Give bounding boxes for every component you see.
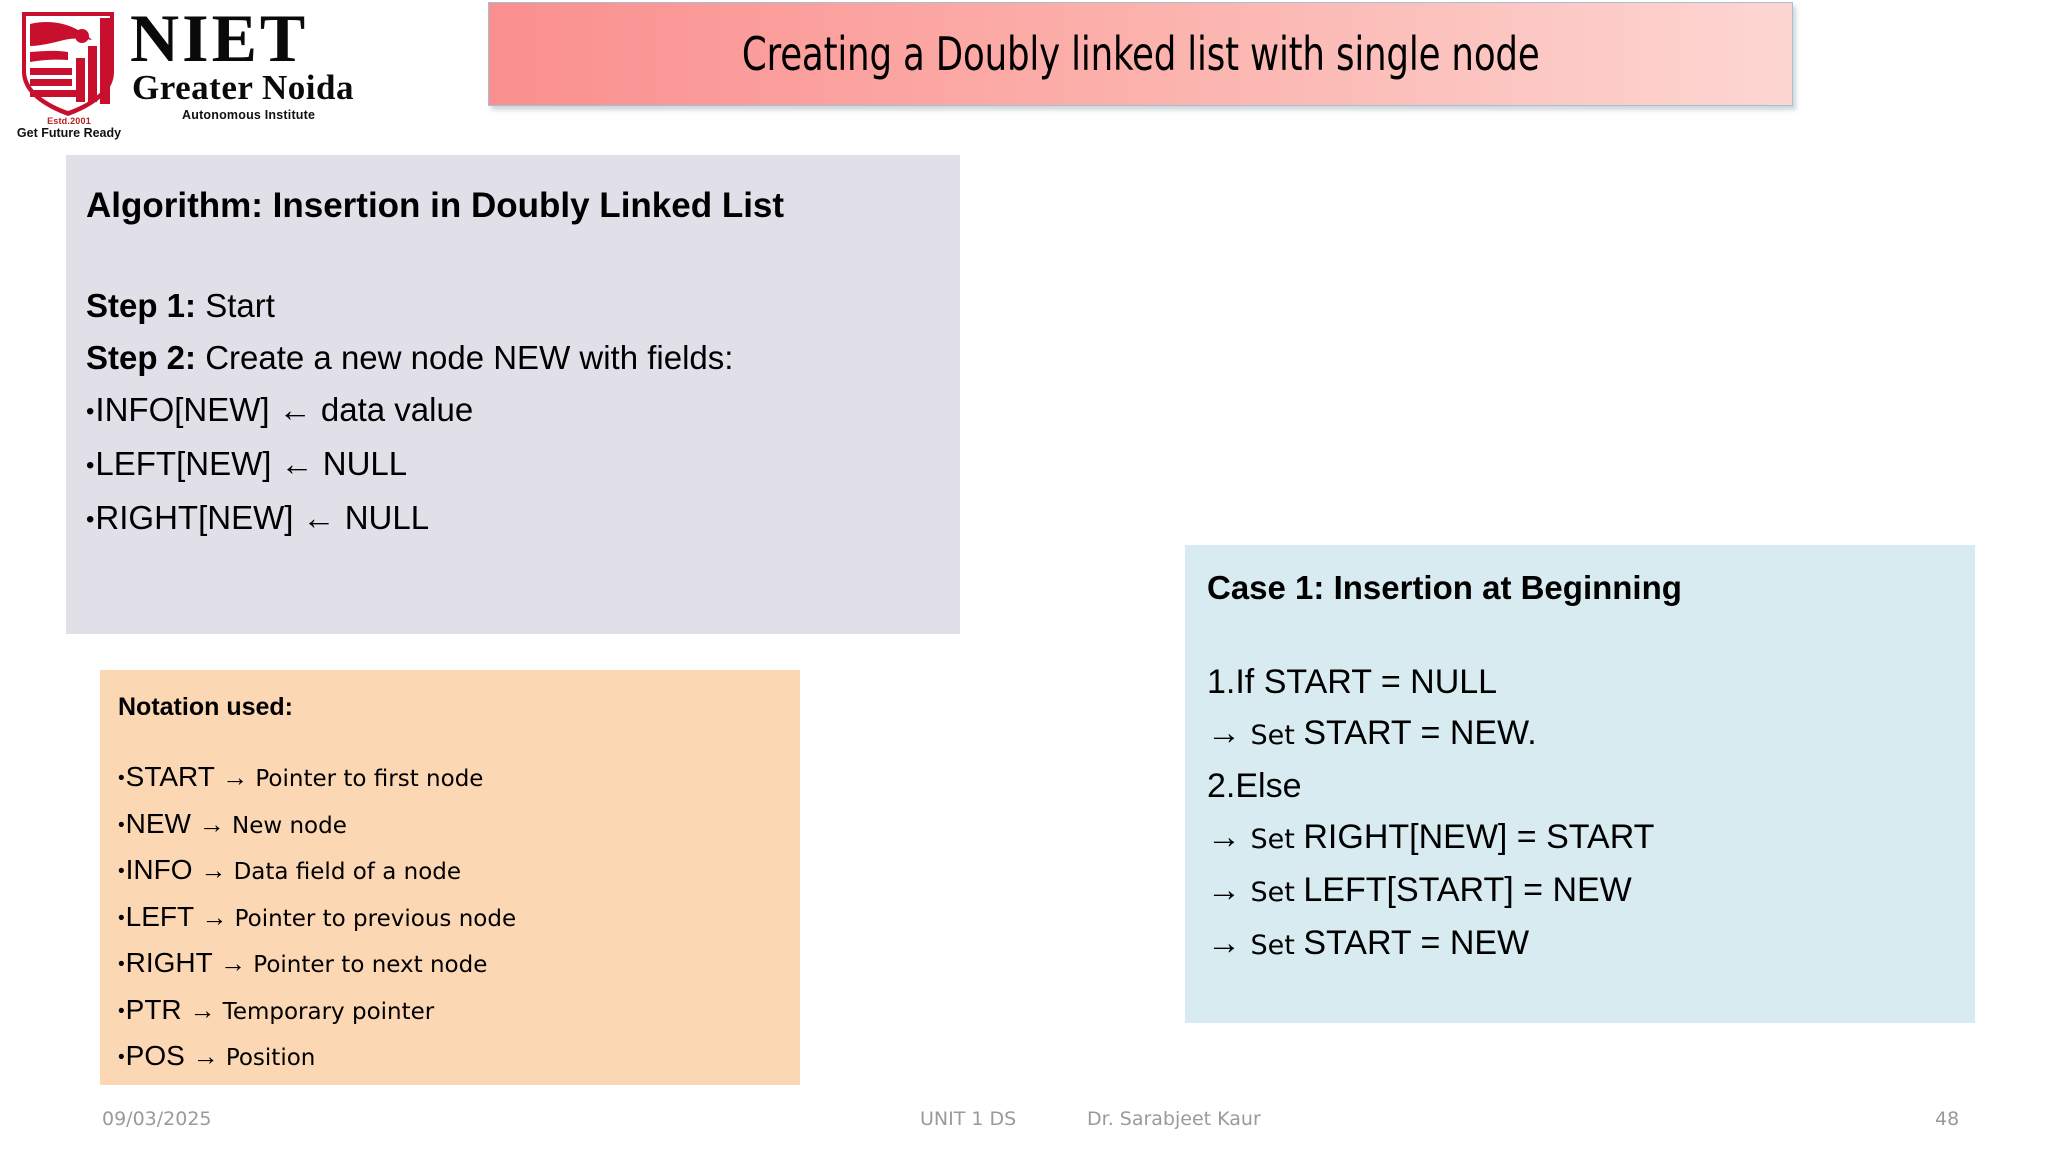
notation-description: New node bbox=[232, 812, 347, 839]
footer-date: 09/03/2025 bbox=[102, 1108, 212, 1130]
notation-term: RIGHT bbox=[125, 947, 221, 978]
logo-location: Greater Noida bbox=[132, 68, 354, 107]
case-step-verb: Set bbox=[1250, 720, 1304, 751]
case-step: → Set START = NEW. bbox=[1207, 708, 1953, 761]
case-step: → Set START = NEW bbox=[1207, 918, 1953, 971]
footer-page-number: 48 bbox=[1935, 1108, 1960, 1130]
notation-term: NEW bbox=[125, 807, 199, 839]
case-step-verb: Set bbox=[1250, 930, 1304, 961]
notation-term: START bbox=[125, 761, 223, 792]
notation-panel: Notation used: START → Pointer to first … bbox=[100, 670, 800, 1085]
slide-title: Creating a Doubly linked list with singl… bbox=[741, 27, 1540, 81]
notation-item: POS → Position bbox=[118, 1035, 782, 1082]
institution-logo: Estd.2001 Get Future Ready NIET Greater … bbox=[12, 4, 362, 144]
notation-arrow-icon: → bbox=[200, 855, 234, 885]
notation-arrow-icon: → bbox=[189, 994, 223, 1025]
notation-description: Pointer to next node bbox=[253, 952, 488, 978]
notation-arrow-icon: → bbox=[198, 808, 232, 839]
slide-title-banner: Creating a Doubly linked list with singl… bbox=[488, 2, 1793, 106]
notation-item: PTR → Temporary pointer bbox=[118, 989, 782, 1036]
case-step-expression: LEFT[START] = NEW bbox=[1303, 871, 1632, 909]
case-step-expression: START = NEW. bbox=[1303, 714, 1537, 752]
algorithm-step: RIGHT[NEW] ← NULL bbox=[86, 492, 936, 546]
notation-description: Position bbox=[225, 1045, 316, 1071]
case-step-expression: START = NEW bbox=[1303, 924, 1530, 962]
case-step-prefix: 2.Else bbox=[1207, 767, 1302, 805]
notation-item: INFO → Data field of a node bbox=[118, 849, 782, 896]
notation-arrow-icon: → bbox=[220, 948, 254, 978]
algorithm-step-text: LEFT[NEW] ← NULL bbox=[95, 445, 408, 482]
case-step-list: 1.If START = NULL→ Set START = NEW.2.Els… bbox=[1207, 657, 1953, 971]
case-step: → Set RIGHT[NEW] = START bbox=[1207, 812, 1953, 865]
case-step: 2.Else bbox=[1207, 761, 1953, 812]
case-step-verb: Set bbox=[1250, 877, 1304, 908]
notation-arrow-icon: → bbox=[192, 1041, 226, 1071]
notation-item: RIGHT → Pointer to next node bbox=[118, 942, 782, 989]
notation-term: LEFT bbox=[125, 900, 202, 932]
notation-description: Pointer to previous node bbox=[234, 905, 517, 932]
algorithm-step-text: RIGHT[NEW] ← NULL bbox=[95, 499, 430, 536]
algorithm-panel: Algorithm: Insertion in Doubly Linked Li… bbox=[66, 155, 960, 634]
algorithm-step-label: Step 1: bbox=[86, 287, 197, 324]
logo-subtitle: Autonomous Institute bbox=[182, 108, 316, 122]
notation-term: POS bbox=[125, 1040, 193, 1071]
algorithm-step: INFO[NEW] ← data value bbox=[86, 384, 936, 438]
algorithm-step-text: Start bbox=[196, 287, 275, 324]
case-step-prefix: → bbox=[1207, 818, 1251, 856]
case-step: → Set LEFT[START] = NEW bbox=[1207, 865, 1953, 918]
logo-tagline: Get Future Ready bbox=[16, 126, 122, 140]
case-step: 1.If START = NULL bbox=[1207, 657, 1953, 708]
case-spacer bbox=[1207, 611, 1953, 657]
logo-estd-text: Estd.2001 bbox=[47, 116, 91, 126]
case-step-prefix: 1.If bbox=[1207, 663, 1264, 701]
case-title: Case 1: Insertion at Beginning bbox=[1207, 569, 1682, 606]
notation-description: Data field of a node bbox=[233, 859, 462, 885]
algorithm-step: Step 2: Create a new node NEW with field… bbox=[86, 332, 936, 384]
notation-arrow-icon: → bbox=[201, 901, 235, 932]
algorithm-spacer bbox=[86, 232, 936, 280]
case-step-verb: Set bbox=[1250, 824, 1304, 855]
algorithm-step: LEFT[NEW] ← NULL bbox=[86, 438, 936, 492]
niet-shield-icon bbox=[12, 6, 124, 118]
notation-arrow-icon: → bbox=[222, 762, 256, 792]
footer-author: Dr. Sarabjeet Kaur bbox=[1087, 1108, 1261, 1130]
case-step-prefix: → bbox=[1207, 871, 1251, 909]
notation-term: INFO bbox=[125, 854, 201, 885]
algorithm-step-text: INFO[NEW] ← data value bbox=[95, 391, 474, 428]
notation-spacer bbox=[118, 724, 782, 756]
notation-item: LEFT → Pointer to previous node bbox=[118, 896, 782, 943]
notation-item: START → Pointer to first node bbox=[118, 756, 782, 803]
case-step-prefix: → bbox=[1207, 924, 1251, 962]
notation-description: Temporary pointer bbox=[222, 998, 435, 1025]
notation-item: NEW → New node bbox=[118, 803, 782, 850]
case-step-expression: START = NULL bbox=[1263, 663, 1498, 701]
case-panel: Case 1: Insertion at Beginning 1.If STAR… bbox=[1185, 545, 1975, 1023]
algorithm-title: Algorithm: Insertion in Doubly Linked Li… bbox=[86, 186, 785, 225]
notation-description: Pointer to first node bbox=[255, 766, 484, 792]
case-step-prefix: → bbox=[1207, 714, 1251, 752]
algorithm-step: Step 1: Start bbox=[86, 280, 936, 332]
notation-term: PTR bbox=[125, 993, 190, 1025]
algorithm-step-label: Step 2: bbox=[86, 339, 197, 376]
footer-unit: UNIT 1 DS bbox=[920, 1108, 1017, 1130]
notation-title: Notation used: bbox=[118, 693, 293, 721]
algorithm-step-text: Create a new node NEW with fields: bbox=[196, 339, 734, 376]
case-step-expression: RIGHT[NEW] = START bbox=[1303, 818, 1655, 856]
logo-name: NIET bbox=[130, 0, 309, 76]
